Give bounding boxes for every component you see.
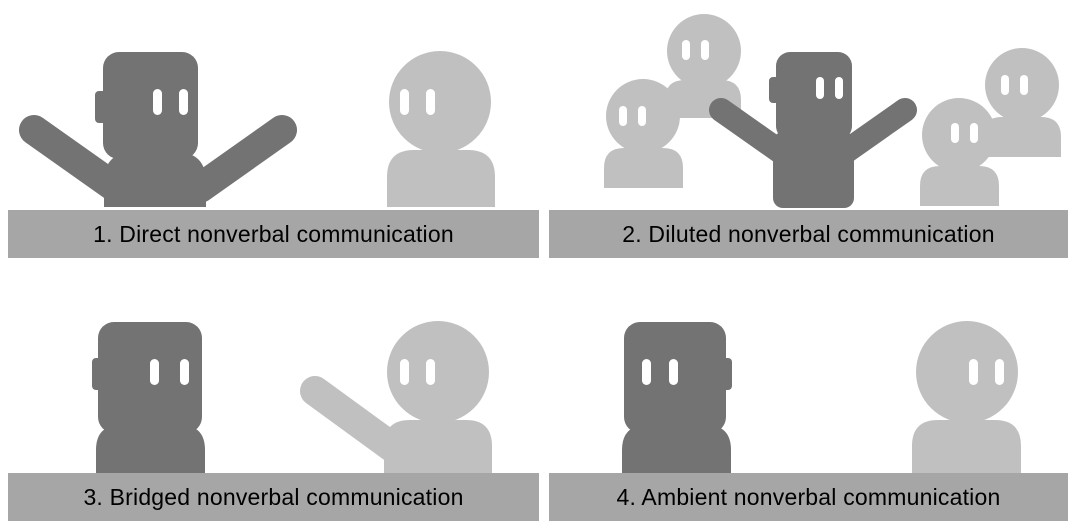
robot-body (104, 152, 206, 207)
human-body (387, 150, 495, 207)
human-body (604, 148, 683, 188)
robot-body (96, 425, 205, 474)
human-eye (995, 359, 1004, 385)
human-figure (912, 321, 1021, 474)
robot-figure (92, 322, 205, 474)
human-eye (969, 359, 978, 385)
robot-figure (19, 52, 297, 207)
panel-ambient-illustration (622, 321, 1021, 474)
robot-head (776, 52, 852, 140)
crowd-human-figure (604, 79, 683, 188)
human-figure (300, 321, 492, 474)
panel-bridged: 3. Bridged nonverbal communication (8, 270, 539, 521)
caption-bridged: 3. Bridged nonverbal communication (8, 473, 539, 521)
human-eye (638, 106, 646, 126)
robot-body (622, 425, 731, 474)
human-figure (387, 51, 495, 207)
caption-diluted: 2. Diluted nonverbal communication (549, 210, 1068, 258)
robot-body (773, 132, 854, 208)
robot-eye (835, 77, 843, 99)
human-head (389, 51, 491, 153)
panel-diluted-illustration (604, 14, 1061, 208)
human-eye (1020, 75, 1028, 95)
caption-ambient: 4. Ambient nonverbal communication (549, 473, 1068, 521)
robot-eye (180, 359, 189, 385)
panel-direct-illustration (19, 51, 495, 207)
panel-ambient: 4. Ambient nonverbal communication (549, 270, 1068, 521)
human-body (982, 117, 1061, 157)
robot-left-arm (19, 115, 131, 203)
human-head (387, 321, 489, 423)
robot-head (103, 52, 198, 159)
robot-eye (669, 359, 678, 385)
crowd-human-figure (982, 48, 1061, 157)
human-eye (682, 40, 690, 60)
robot-figure (622, 322, 732, 474)
panel-direct: 1. Direct nonverbal communication (8, 0, 539, 258)
robot-eye (179, 89, 188, 115)
human-body (912, 420, 1021, 474)
robot-eye (150, 359, 159, 385)
human-eye (426, 359, 435, 385)
human-head (916, 321, 1018, 423)
human-eye (951, 123, 959, 143)
human-eye (619, 106, 627, 126)
panel-diluted: 2. Diluted nonverbal communication (549, 0, 1068, 258)
human-raised-arm (300, 376, 411, 465)
human-eye (426, 89, 435, 115)
human-body (384, 420, 492, 474)
crowd-human-figure (920, 98, 999, 206)
caption-direct: 1. Direct nonverbal communication (8, 210, 539, 258)
human-eye (400, 89, 409, 115)
robot-figure (709, 52, 917, 208)
panel-bridged-illustration (92, 321, 492, 474)
human-eye (400, 359, 409, 385)
human-eye (970, 123, 978, 143)
human-body (920, 166, 999, 206)
robot-eye (642, 359, 651, 385)
robot-eye (816, 77, 824, 99)
human-eye (1001, 75, 1009, 95)
human-eye (701, 40, 709, 60)
robot-right-arm (185, 115, 297, 203)
robot-eye (153, 89, 162, 115)
